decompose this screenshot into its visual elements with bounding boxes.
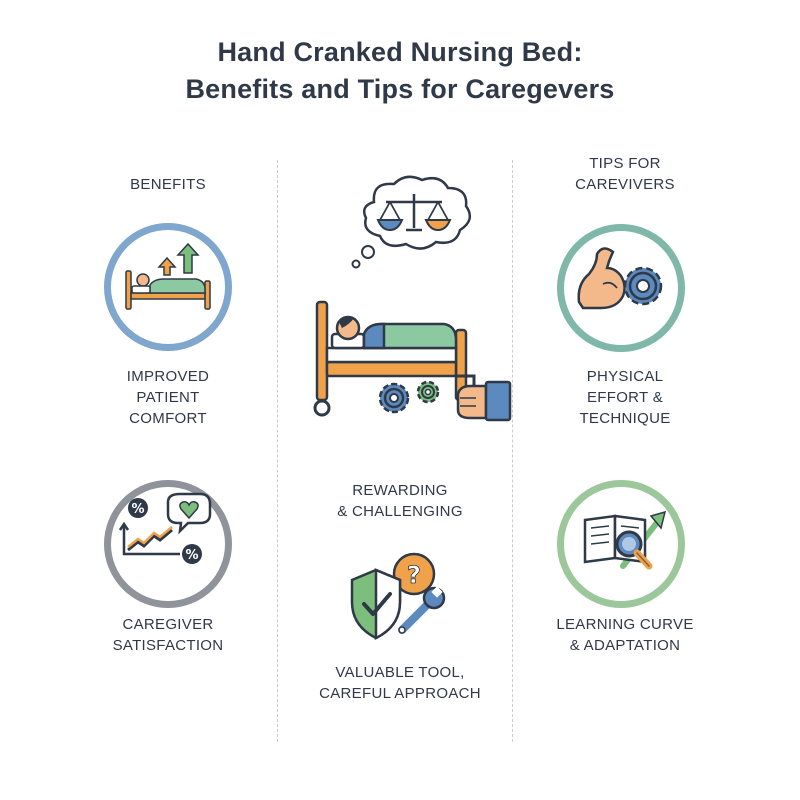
tips-heading: TIPS FOR CAREVIVERS [545,153,705,195]
bed-with-arrows-icon [125,242,211,310]
comfort-label-line-1: IMPROVED [126,368,210,385]
benefits-heading: BENEFITS [130,176,206,193]
satisfaction-ring [104,480,232,608]
tips-heading-line-2: CAREVIVERS [575,176,675,193]
chart-with-heart-icon: % % [118,492,212,564]
physical-effort-label: PHYSICAL EFFORT & TECHNIQUE [545,366,705,429]
learning-curve-ring [557,480,685,608]
valuable-tool-label-line-1: VALUABLE TOOL, [335,664,465,681]
satisfaction-label-line-2: SATISFACTION [112,637,224,654]
right-divider [512,160,513,742]
comfort-label-line-2: PATIENT [136,389,200,406]
satisfaction-label-line-1: CAREGIVER [122,616,214,633]
tips-heading-line-1: TIPS FOR [589,155,661,172]
percent-badge-top: % [131,502,144,517]
rewarding-label: REWARDING & CHALLENGING [300,480,500,522]
book-magnifier-icon [583,510,667,570]
learning-curve-label-line-2: & ADAPTATION [569,637,681,654]
question-mark: ? [407,561,421,589]
title-line-1: Hand Cranked Nursing Bed: [217,37,583,67]
valuable-tool-label: VALUABLE TOOL, CAREFUL APPROACH [300,662,500,704]
physical-effort-label-line-1: PHYSICAL [586,368,664,385]
physical-effort-label-line-3: TECHNIQUE [579,410,671,427]
learning-curve-label: LEARNING CURVE & ADAPTATION [535,614,715,656]
comfort-label: IMPROVED PATIENT COMFORT [88,366,248,429]
satisfaction-label: CAREGIVER SATISFACTION [88,614,248,656]
valuable-tool-label-line-2: CAREFUL APPROACH [319,685,481,702]
muscle-gear-icon [577,247,663,310]
comfort-ring [104,223,232,351]
comfort-label-line-3: COMFORT [129,410,207,427]
shield-wrench-question-icon: ? [350,552,446,641]
percent-badge-bottom: % [185,548,198,563]
learning-curve-label-line-1: LEARNING CURVE [556,616,694,633]
physical-effort-label-line-2: EFFORT & [586,389,664,406]
page-title: Hand Cranked Nursing Bed: Benefits and T… [0,34,800,108]
left-divider [277,160,278,742]
rewarding-label-line-1: REWARDING [352,482,448,499]
title-line-2: Benefits and Tips for Caregevers [185,74,615,104]
rewarding-label-line-2: & CHALLENGING [337,503,463,520]
patient-bed-crank-icon [313,175,512,422]
physical-effort-ring [557,224,685,352]
